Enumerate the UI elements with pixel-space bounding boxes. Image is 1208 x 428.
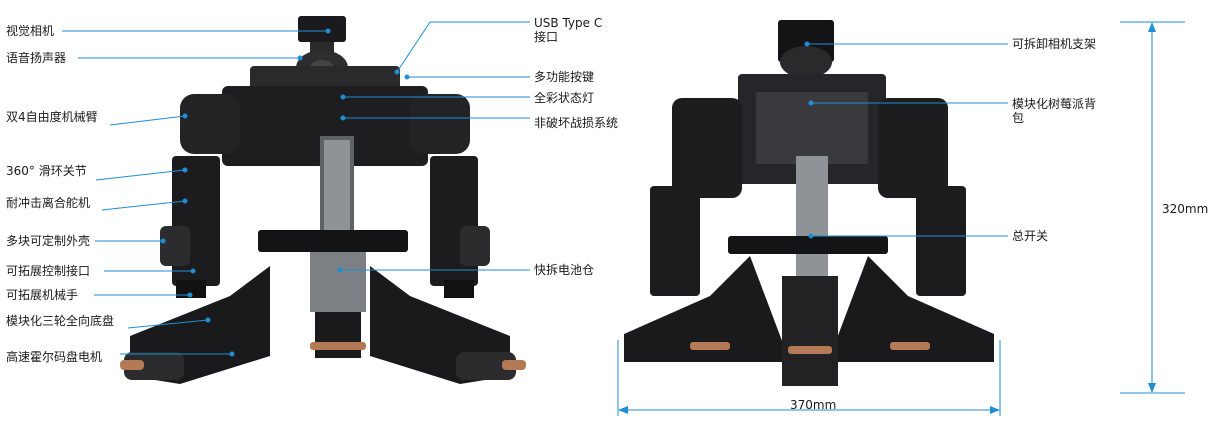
label-damage-system: 非破坏战损系统: [534, 116, 619, 130]
label-custom-shell: 多块可定制外壳: [6, 234, 91, 248]
label-multi-button: 多功能按键: [534, 70, 595, 84]
dimension-width: 370mm: [790, 398, 837, 412]
label-camera-bracket: 可拆卸相机支架: [1012, 37, 1097, 51]
label-slip-ring-joint: 360° 滑环关节: [6, 164, 87, 178]
label-omni-chassis: 模块化三轮全向底盘: [6, 314, 115, 328]
label-control-port: 可拓展控制接口: [6, 264, 91, 278]
back-robot-image: [624, 20, 994, 386]
label-status-light: 全彩状态灯: [534, 91, 595, 105]
label-speaker: 语音扬声器: [6, 51, 67, 65]
label-main-switch: 总开关: [1012, 229, 1049, 243]
label-vision-camera: 视觉相机: [6, 24, 55, 38]
label-clutch-servo: 耐冲击离合舵机: [6, 196, 91, 210]
label-battery-bay: 快拆电池仓: [534, 263, 595, 277]
dimension-height: 320mm: [1162, 202, 1208, 216]
label-raspberry-pi-backpack: 模块化树莓派背包: [1012, 97, 1097, 125]
label-gripper: 可拓展机械手: [6, 288, 79, 302]
label-dual-4dof-arm: 双4自由度机械臂: [6, 110, 98, 124]
label-usb-type-c: USB Type C接口: [534, 16, 603, 44]
label-hall-motor: 高速霍尔码盘电机: [6, 350, 103, 364]
